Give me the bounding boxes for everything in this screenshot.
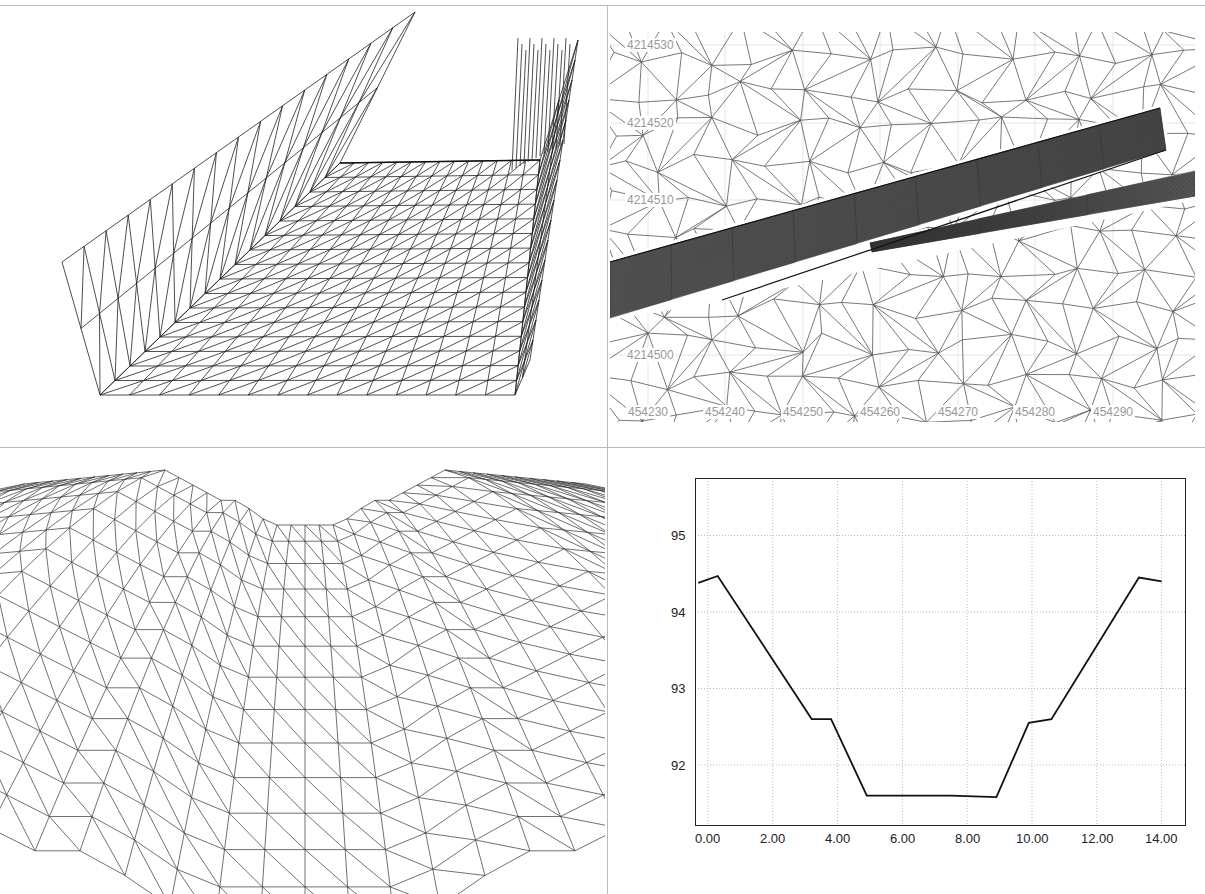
coordinate-label: 4214530 <box>625 38 676 52</box>
axis-tick-label: 8.00 <box>955 832 980 845</box>
plot-frame <box>696 479 1186 826</box>
coordinate-label: 4214520 <box>625 116 676 130</box>
channel-band <box>610 104 1195 320</box>
axis-tick-label: 94 <box>671 606 685 619</box>
axis-tick-label: 92 <box>671 759 685 772</box>
coordinate-label: 454290 <box>1091 405 1135 419</box>
panel-frame <box>0 5 1205 894</box>
axis-tick-label: 93 <box>671 682 685 695</box>
coordinate-label: 454270 <box>936 405 980 419</box>
coordinate-label: 4214500 <box>625 348 676 362</box>
axis-tick-label: 2.00 <box>760 832 785 845</box>
mesh-line <box>512 38 570 170</box>
mesh-line <box>610 108 1166 300</box>
axis-tick-label: 10.00 <box>1016 832 1049 845</box>
mesh-line <box>515 40 578 395</box>
cross-section-chart <box>695 478 1186 826</box>
axis-tick-label: 14.00 <box>1145 832 1178 845</box>
axis-tick-label: 6.00 <box>890 832 915 845</box>
mesh-line <box>62 12 415 395</box>
channel-mesh-3d <box>62 12 578 395</box>
axis-tick-label: 12.00 <box>1081 832 1114 845</box>
mesh-line <box>870 171 1195 252</box>
axis-tick-label: 95 <box>671 529 685 542</box>
axis-tick-label: 0.00 <box>695 832 720 845</box>
mesh-line <box>100 160 540 395</box>
profile-line <box>698 576 1161 797</box>
coordinate-label: 454230 <box>626 405 670 419</box>
mesh-line <box>0 470 605 894</box>
coordinate-label: 454280 <box>1013 405 1057 419</box>
plan-mesh <box>610 32 1195 422</box>
coordinate-label: 454240 <box>703 405 747 419</box>
axis-tick-label: 4.00 <box>825 832 850 845</box>
mesh-line <box>340 160 540 163</box>
grid-line <box>695 478 1185 825</box>
coordinate-label: 454250 <box>781 405 825 419</box>
coordinate-label: 454260 <box>858 405 902 419</box>
coordinate-label: 4214510 <box>625 193 676 207</box>
channel-mesh-perspective <box>0 470 605 894</box>
mesh-line <box>610 32 1195 422</box>
